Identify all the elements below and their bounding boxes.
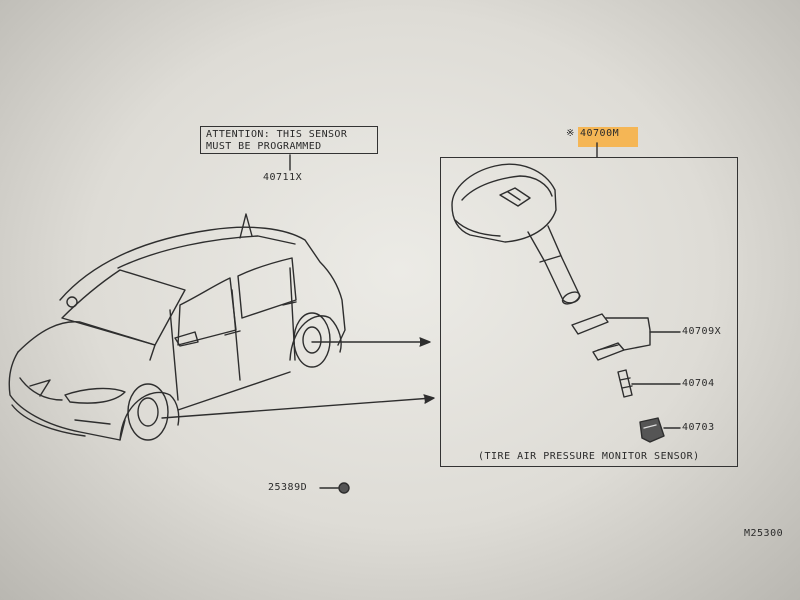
valve-cap-icon <box>571 313 625 361</box>
valve-core-icon <box>617 369 633 398</box>
drawing-id: M25300 <box>744 528 784 539</box>
assembly-mark: ※ <box>566 128 575 139</box>
attention-note-line-2: MUST BE PROGRAMMED <box>206 141 322 152</box>
clip-part-number: 25389D <box>268 482 308 493</box>
valve-core-part-number: 40704 <box>682 378 715 389</box>
tpms-sensor-icon <box>451 163 581 305</box>
sensor-group-frame <box>440 157 738 467</box>
assembly-part-number: 40700M <box>580 128 620 139</box>
antenna-part-number: 40711X <box>263 172 303 183</box>
cap-bracket-line <box>605 317 651 351</box>
attention-note-line-1: ATTENTION: THIS SENSOR <box>206 129 348 140</box>
frame-caption: (TIRE AIR PRESSURE MONITOR SENSOR) <box>478 451 700 462</box>
nut-part-number: 40703 <box>682 422 715 433</box>
part-number-highlight <box>578 127 638 147</box>
clip-icon <box>338 482 350 494</box>
nut-icon <box>639 417 665 443</box>
wheel-arrows <box>161 337 435 419</box>
attention-note: ATTENTION: THIS SENSOR MUST BE PROGRAMME… <box>200 126 378 154</box>
car-illustration <box>8 213 346 441</box>
antenna-icon <box>239 213 253 239</box>
cap-part-number: 40709X <box>682 326 722 337</box>
